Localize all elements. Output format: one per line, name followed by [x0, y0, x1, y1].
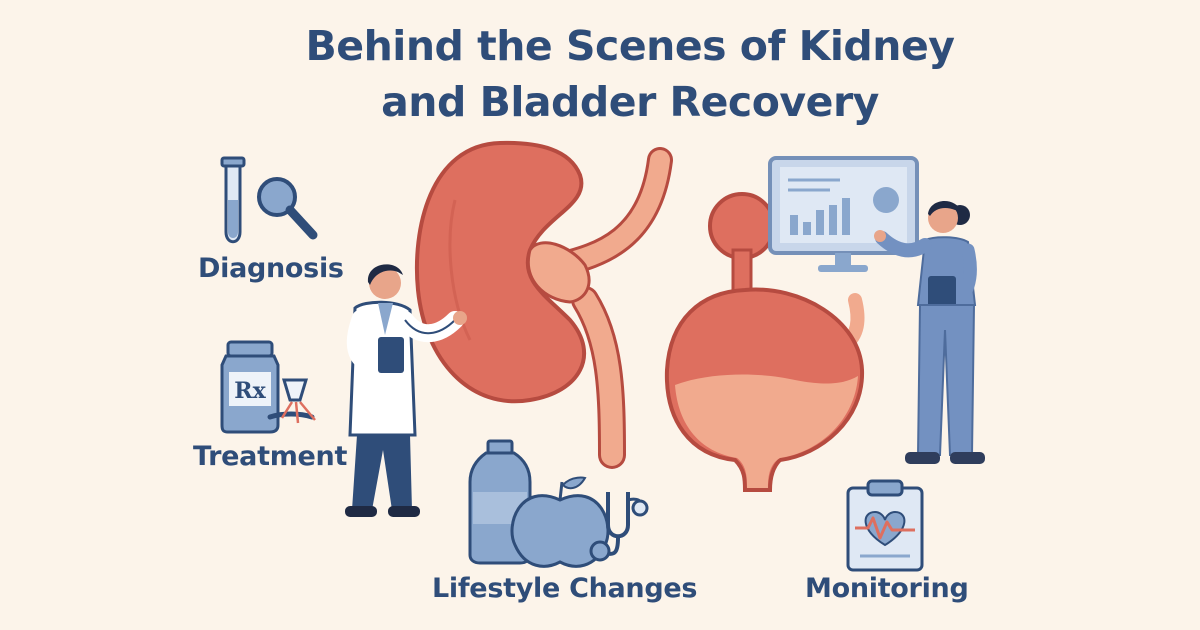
title-line-1: Behind the Scenes of Kidney [305, 22, 955, 70]
lifestyle-changes-label: Lifestyle Changes [432, 573, 698, 604]
clipboard-heart-icon [846, 479, 924, 572]
stethoscope-icon [589, 492, 649, 562]
title-line-2: and Bladder Recovery [381, 78, 879, 126]
kidney-illustration [414, 140, 673, 469]
rx-mark: Rx [234, 378, 266, 404]
apple-icon [510, 476, 610, 568]
page-title: Behind the Scenes of Kidney and Bladder … [240, 18, 1020, 130]
monitoring-label: Monitoring [805, 573, 969, 604]
magnifying-glass-icon [257, 177, 318, 240]
test-tube-icon [220, 156, 246, 244]
pill-cup-icon [267, 378, 316, 424]
nurse-illustration [874, 200, 985, 464]
treatment-label: Treatment [193, 441, 348, 472]
bladder-illustration [664, 192, 865, 492]
diagnosis-label: Diagnosis [198, 253, 344, 284]
monitor-illustration [768, 156, 919, 272]
prescription-bottle-icon: Rx [220, 340, 280, 434]
doctor-illustration [345, 264, 467, 517]
